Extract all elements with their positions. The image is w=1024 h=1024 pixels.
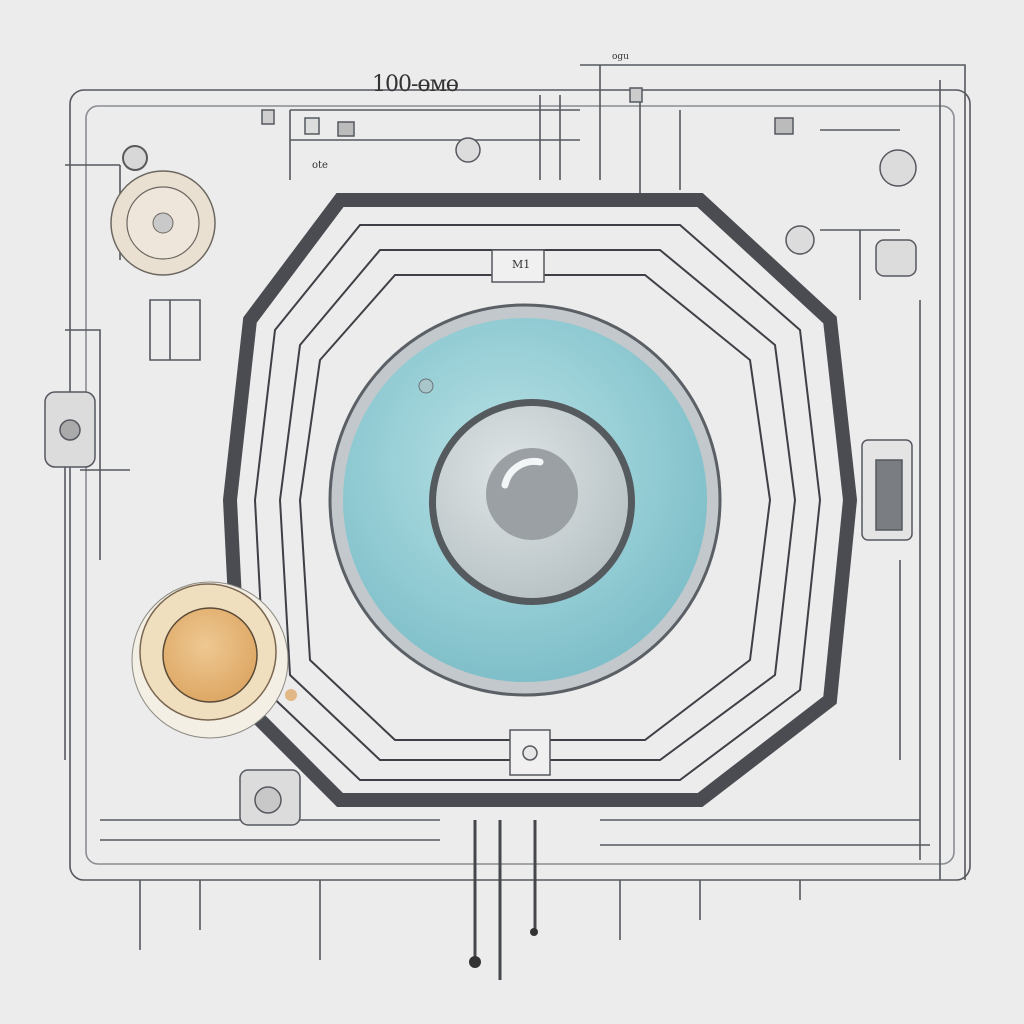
top-label: 100-өмө — [372, 72, 459, 97]
beige-disc — [110, 145, 216, 276]
gold-disc — [131, 581, 297, 739]
lens — [328, 303, 722, 697]
top-right-label: ogu — [612, 52, 629, 62]
maze-rings — [222, 193, 858, 807]
components — [44, 87, 917, 826]
small-label: ote — [312, 160, 328, 171]
bottom-wires — [473, 820, 537, 980]
board-traces — [64, 64, 971, 960]
chip-label: M1 — [512, 258, 531, 271]
